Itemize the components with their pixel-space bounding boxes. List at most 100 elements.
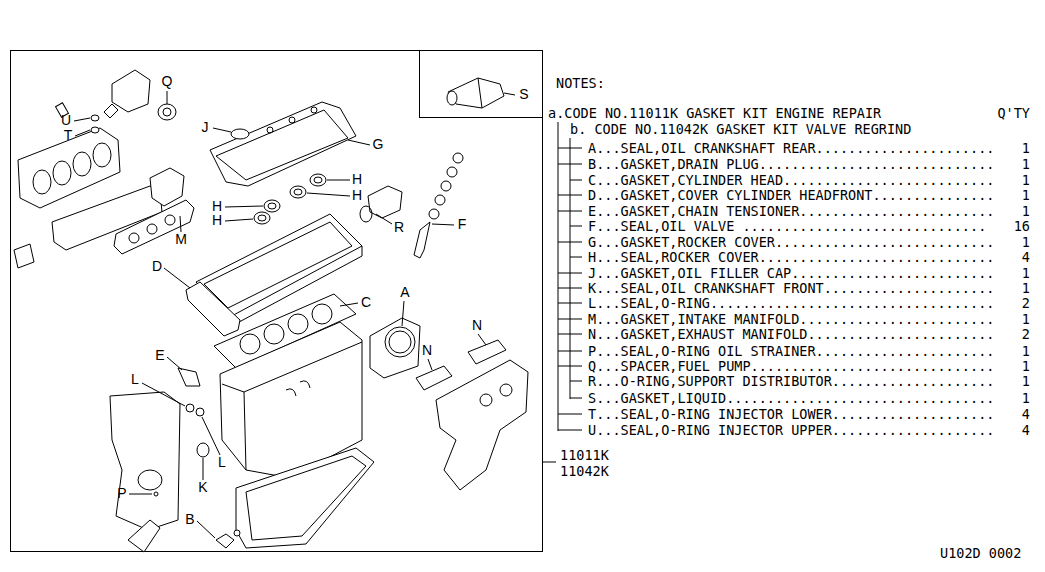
manifold-gasket — [114, 200, 194, 254]
tree-tick — [558, 319, 582, 320]
part-line: G...GASKET,ROCKER COVER.................… — [588, 235, 994, 250]
quantity: 1 — [1022, 344, 1030, 359]
quantity: 4 — [1022, 423, 1030, 438]
callout-letter: H — [352, 172, 362, 187]
tree-tick — [558, 334, 582, 335]
quantity: 1 — [1022, 312, 1030, 327]
part-line: R...O-RING,SUPPORT DISTRIBUTOR..........… — [588, 374, 994, 389]
qty-heading: Q'TY — [997, 106, 1030, 121]
callout-letter: N — [422, 343, 432, 358]
callout-letter: F — [458, 217, 467, 232]
fuel-pump-spacer — [112, 70, 184, 206]
part-line: N...GASKET,EXHAUST MANIFOLD.............… — [588, 327, 994, 342]
quantity: 4 — [1022, 407, 1030, 422]
callout-letter: U — [61, 113, 71, 128]
tree-tick — [570, 257, 582, 258]
kit-number: 11042K — [560, 464, 609, 479]
quantity: 1 — [1022, 157, 1030, 172]
part-line: L...SEAL,O-RING.........................… — [588, 296, 994, 311]
part-line: H...SEAL,ROCKER COVER...................… — [588, 250, 994, 265]
kit-number: 11011K — [560, 448, 609, 463]
quantity: 4 — [1022, 250, 1030, 265]
liquid-gasket-tube — [447, 78, 504, 108]
part-line: C...GASKET,CYLINDER HEAD................… — [588, 173, 994, 188]
part-line: M...GASKET,INTAKE MANIFOLD..............… — [588, 312, 994, 327]
callout-letter: S — [519, 87, 528, 102]
callout-letter: L — [131, 372, 139, 387]
tree-tick — [558, 366, 582, 367]
callout-letter: J — [202, 120, 209, 135]
quantity: 1 — [1022, 359, 1030, 374]
tensioner-gasket — [178, 368, 200, 386]
callout-letter: R — [394, 220, 404, 235]
quantity: 1 — [1022, 374, 1030, 389]
callout-letter: H — [212, 213, 222, 228]
callout-letter: K — [198, 480, 207, 495]
kit-code: a.CODE NO.11011K GASKET KIT ENGINE REPAI… — [548, 106, 881, 121]
callout-letter: D — [152, 259, 162, 274]
tree-tick — [558, 303, 582, 304]
front-cover — [110, 392, 209, 530]
rocker-cover — [210, 102, 356, 186]
rear-oil-seal — [370, 318, 420, 378]
leader-lines — [74, 91, 556, 538]
tree-tick — [558, 195, 582, 196]
quantity: 1 — [1022, 173, 1030, 188]
quantity: 16 — [1014, 219, 1030, 234]
callout-letter: T — [64, 128, 73, 143]
tree-tick — [558, 430, 582, 431]
callout-letter: N — [472, 318, 482, 333]
notes-heading: NOTES: — [556, 76, 605, 91]
tree-tick — [570, 226, 582, 227]
notes-tree — [558, 122, 582, 431]
callout-letter: P — [117, 486, 126, 501]
part-line: J...GASKET,OIL FILLER CAP...............… — [588, 266, 994, 281]
callout-letter: Q — [162, 74, 173, 89]
callout-letter: A — [400, 285, 409, 300]
tree-tick — [558, 242, 582, 243]
rocker-cover-seals — [254, 174, 326, 224]
tree-tick — [558, 148, 582, 149]
part-line: P...SEAL,O-RING OIL STRAINER............… — [588, 344, 994, 359]
illustration-frame — [11, 51, 543, 552]
tree-tick — [570, 180, 582, 181]
callout-letter: G — [373, 137, 384, 152]
tree-tick — [558, 164, 582, 165]
quantity: 1 — [1022, 235, 1030, 250]
tree-tick — [558, 211, 582, 212]
tree-tick — [570, 381, 582, 382]
quantity: 1 — [1022, 266, 1030, 281]
oil-strainer — [128, 492, 160, 552]
oil-pan — [216, 448, 374, 548]
part-line: E...GASKET,CHAIN TENSIONER..............… — [588, 204, 994, 219]
callout-letter: M — [175, 232, 187, 247]
inset-frame — [420, 51, 543, 118]
tree-tick — [558, 273, 582, 274]
part-line: S...GASKET,LIQUID.......................… — [588, 391, 994, 406]
quantity: 1 — [1022, 204, 1030, 219]
part-line: U...SEAL,O-RING INJECTOR UPPER..........… — [588, 423, 994, 438]
quantity: 1 — [1022, 281, 1030, 296]
callout-letter: H — [352, 188, 362, 203]
part-line: K...SEAL,OIL CRANKSHAFT FRONT...........… — [588, 281, 994, 296]
part-line: D...GASKET,COVER CYLINDER HEADFRONT.....… — [588, 188, 994, 203]
part-line: Q...SPACER,FUEL PUMP....................… — [588, 359, 994, 374]
quantity: 1 — [1022, 141, 1030, 156]
figure-code: U102D 0002 — [940, 546, 1021, 561]
quantity: 2 — [1022, 327, 1030, 342]
tree-tick — [558, 414, 582, 415]
quantity: 2 — [1022, 296, 1030, 311]
quantity: 1 — [1022, 391, 1030, 406]
part-line: T...SEAL,O-RING INJECTOR LOWER..........… — [588, 407, 994, 422]
tree-tick — [558, 288, 582, 289]
callout-letter: E — [155, 348, 164, 363]
callout-letter: B — [185, 512, 194, 527]
intake-manifold — [14, 128, 162, 268]
part-line: F...SEAL,OIL VALVE .....................… — [588, 219, 986, 234]
valve-seals — [414, 153, 463, 258]
tree-tick — [558, 351, 582, 352]
part-line: A...SEAL,OIL CRANKSHAFT REAR............… — [588, 141, 994, 156]
callout-letter: C — [361, 295, 371, 310]
exhaust-manifold — [416, 340, 528, 490]
part-line: B...GASKET,DRAIN PLUG...................… — [588, 157, 994, 172]
